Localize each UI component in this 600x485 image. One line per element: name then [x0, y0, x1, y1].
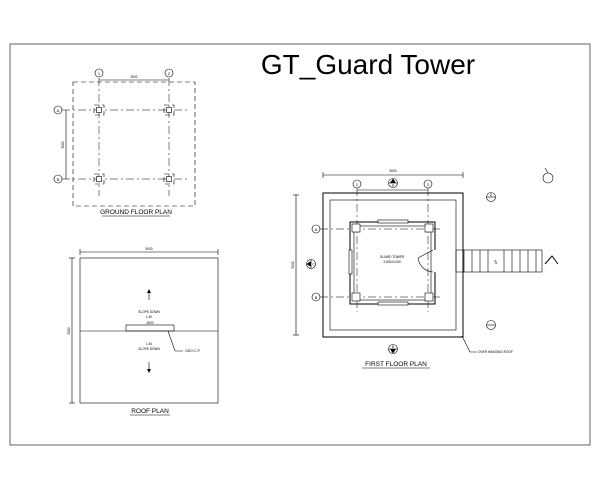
room-area: 3.000x3.000: [383, 260, 401, 264]
section-marker-right-top: D: [486, 192, 496, 202]
roof-outline: [79, 257, 219, 404]
parapet-outer: [322, 192, 464, 338]
svg-text:SLOPE DOWN: SLOPE DOWN: [138, 310, 160, 314]
staircase: UP: [455, 249, 559, 273]
door-swing: [417, 249, 434, 273]
window: [377, 301, 409, 306]
window: [348, 249, 353, 275]
svg-text:1: 1: [356, 182, 359, 187]
column: [96, 107, 102, 113]
grid-bubble-b: [311, 292, 321, 302]
ridge-cap: [125, 324, 175, 332]
grid-bubble-1: [352, 179, 362, 189]
first-dim-horizontal: 5000: [389, 169, 396, 173]
grid-bubble-a: [311, 224, 321, 234]
section-marker-bottom: B: [388, 344, 398, 354]
stair-section-arrow-icon: [544, 255, 559, 265]
ground-dim-horizontal: 3000: [130, 75, 137, 79]
drawing-title: GT_Guard Tower: [261, 49, 475, 80]
roof-dim-horizontal: 5000: [145, 247, 152, 251]
column: [166, 176, 172, 182]
section-marker-right-bottom: [486, 320, 496, 330]
column: [166, 107, 172, 113]
svg-text:C: C: [312, 263, 315, 267]
svg-text:A: A: [392, 184, 395, 188]
svg-text:1: 1: [98, 71, 101, 76]
svg-text:SLOPE DOWN: SLOPE DOWN: [138, 347, 160, 351]
column: [424, 223, 434, 233]
svg-text:A: A: [315, 227, 318, 232]
sheet-border: [9, 43, 591, 446]
section-marker-left: C: [306, 259, 316, 269]
room-name: GUARD TOWER: [380, 255, 405, 259]
svg-text:100CI C.P.: 100CI C.P.: [185, 349, 200, 353]
roof-plan-label: ROOF PLAN: [131, 408, 169, 415]
grid-bubble-a: [53, 105, 63, 115]
svg-text:A: A: [57, 108, 60, 113]
first-dim-vertical: 5000: [291, 261, 295, 268]
grid-bubble-2: [164, 68, 174, 78]
north-marker: [542, 167, 554, 184]
section-marker-top: A: [388, 178, 398, 188]
ground-floor-plan: 3000 3000 1 2 A B GROUND FLOOR PLAN: [53, 68, 196, 217]
slope-arrow-icon: [147, 289, 151, 293]
svg-text:3000: 3000: [146, 321, 153, 325]
column: [424, 292, 434, 302]
slope-arrow-icon: [147, 369, 151, 373]
svg-text:B: B: [315, 295, 318, 300]
svg-text:UP: UP: [494, 260, 498, 264]
svg-text:1:40: 1:40: [146, 315, 152, 319]
svg-text:B: B: [392, 345, 394, 349]
svg-text:D: D: [490, 193, 493, 197]
grid-bubble-1: [94, 68, 104, 78]
first-floor-plan: 5000 5000 1 2 A B GUARD TO: [291, 167, 559, 369]
ground-slab-outline: [72, 81, 196, 207]
ground-dim-vertical: 3000: [61, 141, 65, 148]
grid-bubble-b: [53, 174, 63, 184]
column: [96, 176, 102, 182]
svg-text:1:40: 1:40: [146, 342, 152, 346]
window: [377, 219, 409, 224]
roof-dim-vertical: 5000: [67, 327, 71, 334]
column: [351, 292, 361, 302]
svg-text:2: 2: [427, 182, 430, 187]
roof-plan: 5000 5000 SLOPE DOWN 1:40 3000 1:40 SLOP…: [67, 247, 219, 416]
column: [351, 223, 361, 233]
svg-text:B: B: [57, 177, 60, 182]
ground-plan-label: GROUND FLOOR PLAN: [100, 209, 172, 216]
first-plan-label: FIRST FLOOR PLAN: [365, 361, 427, 368]
grid-bubble-2: [423, 179, 433, 189]
parapet-note: OVER HANGING ROOF: [478, 350, 513, 354]
svg-text:2: 2: [168, 71, 171, 76]
